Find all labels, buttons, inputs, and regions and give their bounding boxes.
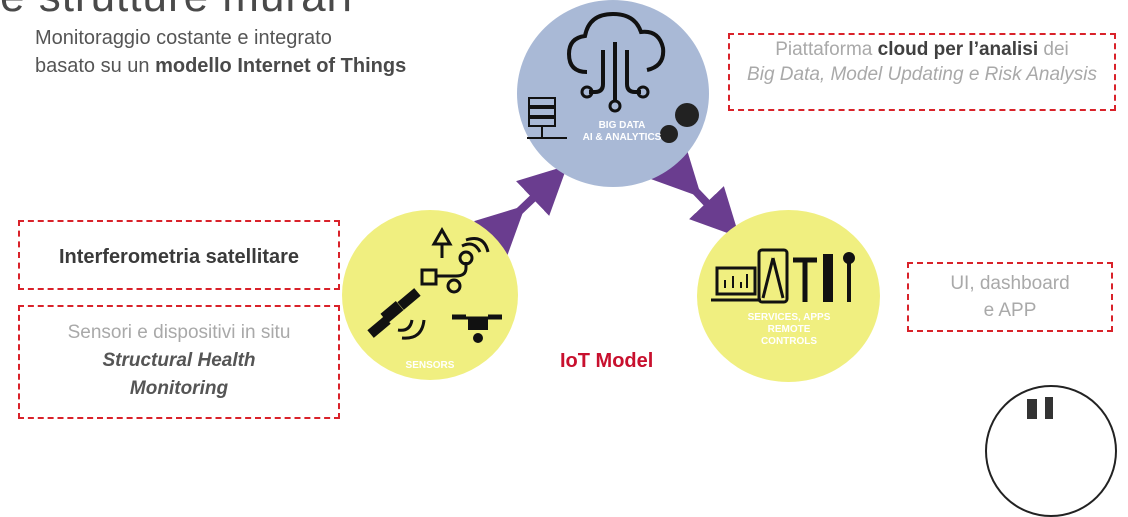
- cloud-line-2: Big Data, Model Updating e Risk Analysis: [730, 62, 1114, 87]
- cloud-plain-1: Piattaforma: [775, 39, 878, 60]
- sensori-line-1: Sensori e dispositivi in situ: [67, 322, 291, 343]
- services-label: SERVICES, APPS REMOTE CONTROLS: [737, 312, 841, 348]
- cloud-network-icon: [527, 11, 699, 143]
- sensors-label: SENSORS: [405, 360, 455, 371]
- partial-icon-2: [1045, 397, 1053, 419]
- sensori-box: Sensori e dispositivi in situ Structural…: [18, 305, 340, 419]
- ui-line-2: e APP: [983, 300, 1037, 321]
- page-title: e strutture murari: [0, 0, 353, 22]
- cloud-line-1: Piattaforma cloud per l’analisi dei: [730, 37, 1114, 62]
- intro-line-1: Monitoraggio costante e integrato: [35, 27, 332, 49]
- big-data-label-1: BIG DATA: [598, 120, 646, 131]
- services-label-2: REMOTE: [767, 324, 811, 335]
- arrow-left: [474, 165, 568, 256]
- cloud-platform-box: Piattaforma cloud per l’analisi dei Big …: [728, 33, 1116, 111]
- cloud-italic: Big Data, Model Updating e Risk Analysis: [747, 64, 1097, 85]
- sensors-icon: [367, 226, 502, 343]
- sensori-line-3: Monitoring: [129, 378, 229, 399]
- intro-text: Monitoraggio costante e integrato basato…: [35, 24, 406, 80]
- intro-line-2: basato su un modello Internet of Things: [35, 52, 406, 80]
- cloud-plain-2: dei: [1038, 39, 1069, 60]
- big-data-label: BIG DATA AI & ANALYTICS: [567, 120, 677, 144]
- interferometria-box: Interferometria satellitare: [18, 220, 340, 290]
- services-label-1: SERVICES, APPS: [747, 312, 831, 323]
- cloud-bold: cloud per l’analisi: [877, 39, 1039, 60]
- services-circle: SERVICES, APPS REMOTE CONTROLS: [697, 210, 880, 382]
- connector-arrows: [474, 146, 740, 256]
- arrow-right: [651, 146, 740, 238]
- services-icon: [711, 248, 855, 304]
- intro-line-2-bold: modello Internet of Things: [155, 55, 407, 77]
- intro-line-2-plain: basato su un: [35, 55, 156, 77]
- big-data-circle: BIG DATA AI & ANALYTICS: [517, 0, 709, 187]
- sensori-line-2: Structural Health: [102, 350, 256, 371]
- ui-dashboard-box: UI, dashboard e APP: [907, 262, 1113, 332]
- ui-line-1: UI, dashboard: [950, 273, 1070, 294]
- partial-circle: [985, 385, 1117, 517]
- services-label-3: CONTROLS: [760, 336, 818, 347]
- big-data-label-2: AI & ANALYTICS: [582, 132, 662, 143]
- iot-model-label: IoT Model: [560, 350, 654, 372]
- partial-icon: [1027, 399, 1037, 419]
- sensors-circle: SENSORS: [342, 210, 518, 380]
